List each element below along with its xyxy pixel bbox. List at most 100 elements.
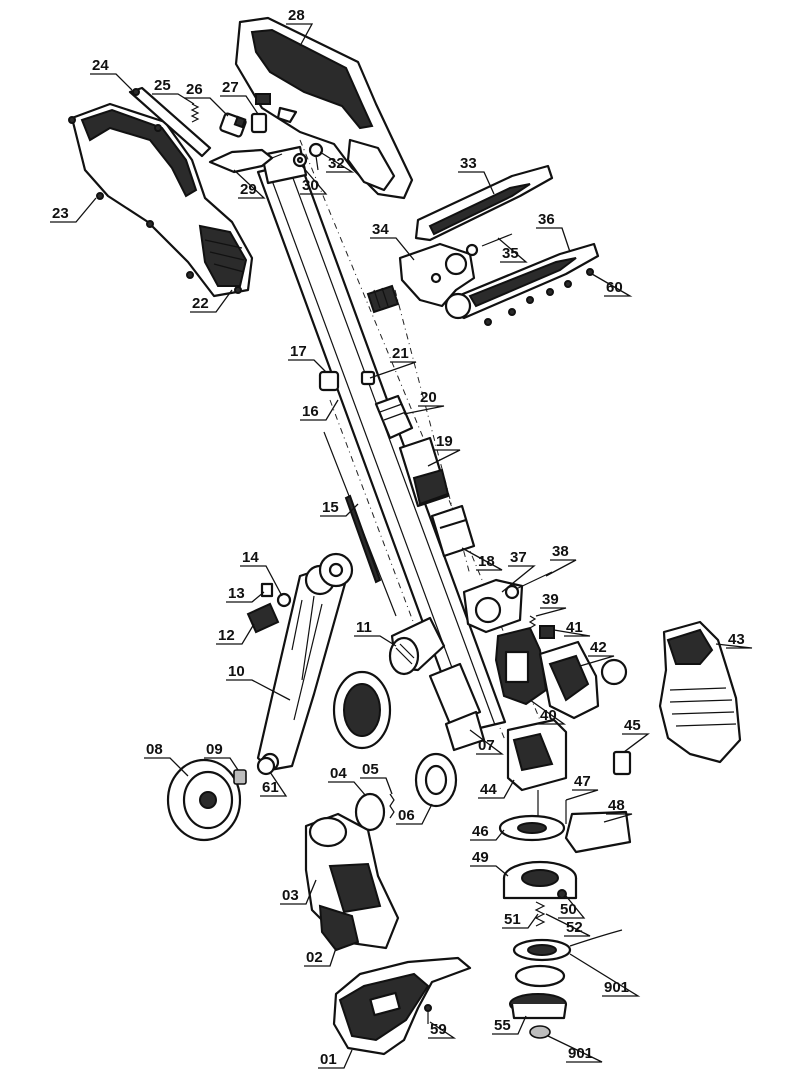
wheel-08 (166, 758, 242, 842)
label-07: 07 (478, 737, 495, 754)
aux-screws (484, 268, 594, 326)
spring-05 (389, 793, 395, 819)
label-08: 08 (146, 741, 163, 758)
callout-47: 47 (565, 773, 599, 801)
label-16: 16 (302, 403, 319, 420)
label-50: 50 (560, 901, 577, 918)
fan-guard-11 (388, 616, 446, 676)
aux-bolt (465, 233, 513, 257)
callout-21: 21 (369, 345, 417, 379)
callout-16: 16 (300, 399, 339, 421)
bolt-38 (504, 571, 553, 600)
callout-60: 60 (591, 273, 633, 297)
label-40: 40 (540, 707, 557, 724)
label-05: 05 (362, 761, 379, 778)
callout-25: 25 (152, 77, 195, 105)
callout-09: 09 (204, 741, 239, 771)
label-46: 46 (472, 823, 489, 840)
clip-41 (539, 625, 555, 639)
spool-cap-55 (509, 993, 568, 1020)
front-handle-cover (234, 16, 414, 200)
label-45: 45 (624, 717, 641, 734)
callout-38: 38 (545, 543, 577, 577)
callout-901-upper: 901 (569, 953, 641, 997)
label-47: 47 (574, 773, 591, 790)
label-61: 61 (262, 779, 279, 796)
callout-04: 04 (328, 765, 367, 797)
label-23: 23 (52, 205, 69, 222)
callout-49: 49 (470, 849, 509, 877)
callout-02: 02 (304, 947, 337, 967)
label-17: 17 (290, 343, 307, 360)
motor-44 (506, 718, 568, 820)
screw-59 (424, 1004, 432, 1024)
spool-body (514, 964, 566, 988)
label-25: 25 (154, 77, 171, 94)
rear-handle-housing (68, 102, 254, 298)
callout-26: 26 (184, 81, 229, 117)
callout-12: 12 (216, 623, 255, 645)
cable-15 (323, 431, 397, 617)
arm-bolt-13 (260, 582, 274, 598)
callout-17: 17 (288, 343, 327, 373)
motor-cover-40 (494, 626, 548, 706)
label-12: 12 (218, 627, 235, 644)
label-30: 30 (302, 177, 319, 194)
sleeve-18 (430, 504, 476, 558)
callout-61: 61 (260, 771, 288, 797)
label-38: 38 (552, 543, 569, 560)
block-45 (612, 750, 632, 776)
callout-45: 45 (622, 717, 650, 753)
label-15: 15 (322, 499, 339, 516)
callout-901-lower: 901 (547, 1035, 603, 1063)
label-41: 41 (566, 619, 583, 636)
label-34: 34 (372, 221, 389, 238)
guard-01 (332, 956, 472, 1056)
callout-33: 33 (458, 155, 495, 195)
callout-42: 42 (579, 639, 615, 667)
callout-05: 05 (360, 761, 393, 795)
gear-06 (414, 752, 458, 808)
label-39: 39 (542, 591, 559, 608)
label-55: 55 (494, 1017, 511, 1034)
label-27: 27 (222, 79, 239, 96)
label-26: 26 (186, 81, 203, 98)
label-36: 36 (538, 211, 555, 228)
arm-washer-14 (276, 592, 292, 608)
callout-41: 41 (553, 619, 591, 637)
callout-35: 35 (497, 237, 528, 263)
callout-08: 08 (144, 741, 189, 777)
label-37: 37 (510, 549, 527, 566)
label-20: 20 (420, 389, 437, 406)
callout-51: 51 (502, 911, 539, 929)
drive-wheel (332, 670, 392, 750)
switch-spring (190, 103, 200, 123)
base-plate-46 (498, 814, 566, 842)
cable-connector (208, 148, 283, 174)
label-24: 24 (92, 57, 109, 74)
label-29: 29 (240, 181, 257, 198)
callout-28: 28 (286, 7, 314, 47)
switch-lever-bar (128, 86, 212, 158)
callout-30: 30 (300, 165, 328, 195)
callout-39: 39 (535, 591, 567, 617)
motor-housing-43 (658, 620, 742, 764)
spool-901-upper (512, 929, 623, 962)
callout-13: 13 (226, 585, 265, 603)
bolt (308, 142, 324, 171)
collar-17 (318, 370, 340, 392)
callout-52: 52 (545, 913, 591, 937)
callout-46: 46 (470, 823, 505, 841)
motor-cover-42 (538, 640, 628, 720)
clip-21 (360, 370, 376, 386)
callout-06: 06 (396, 803, 433, 825)
callout-44: 44 (478, 779, 515, 799)
callout-50: 50 (558, 895, 586, 919)
callout-22: 22 (190, 289, 233, 313)
callout-55: 55 (492, 1015, 527, 1035)
callout-40: 40 (529, 699, 567, 725)
label-10: 10 (228, 663, 245, 680)
aux-handle-lower (444, 242, 600, 320)
lock-sleeve-19 (398, 436, 450, 508)
callout-27: 27 (220, 79, 259, 115)
